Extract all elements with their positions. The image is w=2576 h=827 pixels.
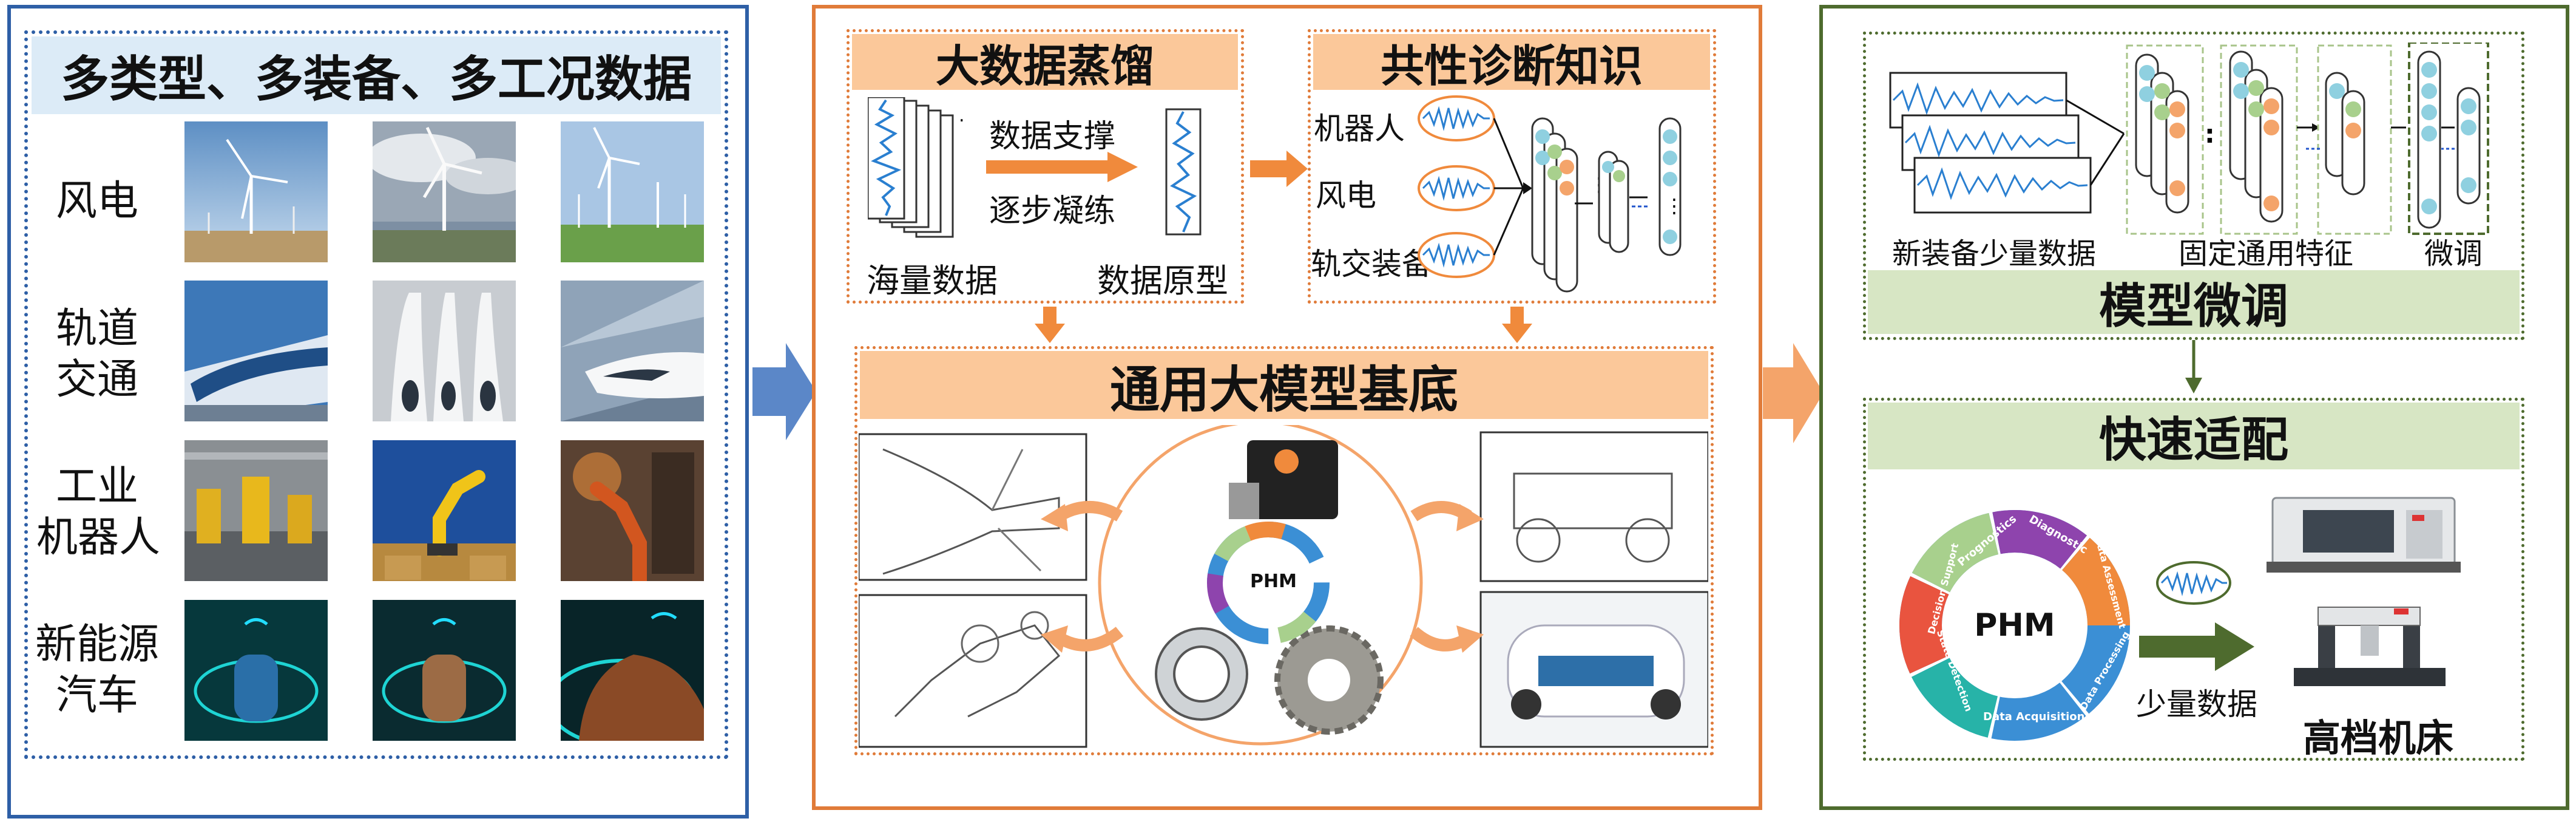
arrow-finetune-down bbox=[2185, 340, 2202, 393]
label-new-device-data: 新装备少量数据 bbox=[1892, 237, 2097, 271]
phm-ring-center-label: PHM bbox=[1974, 607, 2055, 644]
distill-title: 大数据蒸馏 bbox=[852, 34, 1238, 92]
label-fine-tune: 微调 bbox=[2424, 237, 2483, 271]
finetune-frame bbox=[1863, 32, 2524, 340]
row-label-rail: 轨道 交通 bbox=[55, 305, 138, 404]
adapt-frame bbox=[1863, 398, 2524, 761]
base-diagram bbox=[859, 425, 1708, 748]
label-massive-data: 海量数据 bbox=[867, 262, 998, 300]
photo-train-2 bbox=[373, 281, 516, 421]
ring-label-acquisition: Data Acquisition bbox=[1983, 710, 2085, 723]
photo-gantry-mill bbox=[2294, 607, 2446, 686]
knowledge-item-rail: 轨交装备 bbox=[1311, 247, 1432, 282]
photo-wind-turbine-2 bbox=[373, 121, 516, 262]
photo-train-1 bbox=[184, 281, 328, 421]
photo-cnc-lathe bbox=[2267, 497, 2461, 573]
left-dotted-frame bbox=[24, 30, 728, 759]
photo-train-3 bbox=[561, 281, 704, 421]
svg-text::: : bbox=[2205, 119, 2215, 149]
photo-robot-1 bbox=[184, 440, 328, 581]
label-fixed-features: 固定通用特征 bbox=[2179, 237, 2354, 271]
photo-ev-2 bbox=[373, 600, 516, 741]
label-data-support: 数据支撑 bbox=[989, 118, 1116, 155]
arrow-distill bbox=[986, 152, 1138, 182]
finetune-diagram: : bbox=[1889, 43, 2489, 235]
prototype-signal bbox=[1165, 108, 1202, 236]
knowledge-frame bbox=[1308, 29, 1716, 304]
svg-text:. .: . . bbox=[959, 105, 971, 126]
adapt-title: 快速适配 bbox=[1868, 403, 2520, 469]
label-high-end-machine: 高档机床 bbox=[2303, 716, 2454, 760]
arrow-middle-to-right bbox=[1763, 343, 1824, 443]
photo-wind-turbine-3 bbox=[561, 121, 704, 262]
arrow-distill-down bbox=[1035, 307, 1065, 343]
photo-robot-2 bbox=[373, 440, 516, 581]
knowledge-network-diagram: ⋮ ⋮ bbox=[1418, 95, 1684, 293]
base-frame bbox=[854, 346, 1714, 755]
left-title: 多类型、多装备、多工况数据 bbox=[32, 36, 721, 114]
row-label-robot: 工业 机器人 bbox=[36, 463, 161, 562]
knowledge-item-robot: 机器人 bbox=[1314, 111, 1405, 146]
base-title: 通用大模型基底 bbox=[860, 351, 1708, 419]
photo-ev-3 bbox=[561, 600, 704, 741]
svg-text:⋮: ⋮ bbox=[1665, 194, 1684, 217]
phm-ring bbox=[1899, 510, 2130, 741]
massive-signals-stack: . . bbox=[868, 97, 971, 238]
photo-robot-3 bbox=[561, 440, 704, 581]
label-few-data: 少量数据 bbox=[2136, 687, 2257, 722]
photo-ev-1 bbox=[184, 600, 328, 741]
label-data-prototype: 数据原型 bbox=[1097, 262, 1228, 300]
knowledge-item-wind: 风电 bbox=[1316, 178, 1376, 213]
label-condense: 逐步凝练 bbox=[989, 193, 1116, 230]
arrow-knowledge-down bbox=[1502, 307, 1532, 343]
finetune-title: 模型微调 bbox=[1868, 270, 2520, 334]
row-label-wind: 风电 bbox=[55, 177, 138, 225]
few-data-signal bbox=[2156, 561, 2231, 605]
knowledge-title: 共性诊断知识 bbox=[1313, 34, 1710, 92]
distill-frame bbox=[847, 29, 1244, 304]
arrow-distill-to-knowledge bbox=[1250, 151, 1308, 187]
photo-wind-turbine-1 bbox=[184, 121, 328, 262]
row-label-ev: 新能源 汽车 bbox=[35, 621, 159, 720]
arrow-left-to-middle bbox=[752, 343, 816, 440]
base-phm-label: PHM bbox=[1250, 571, 1297, 592]
arrow-to-machine bbox=[2139, 622, 2254, 671]
